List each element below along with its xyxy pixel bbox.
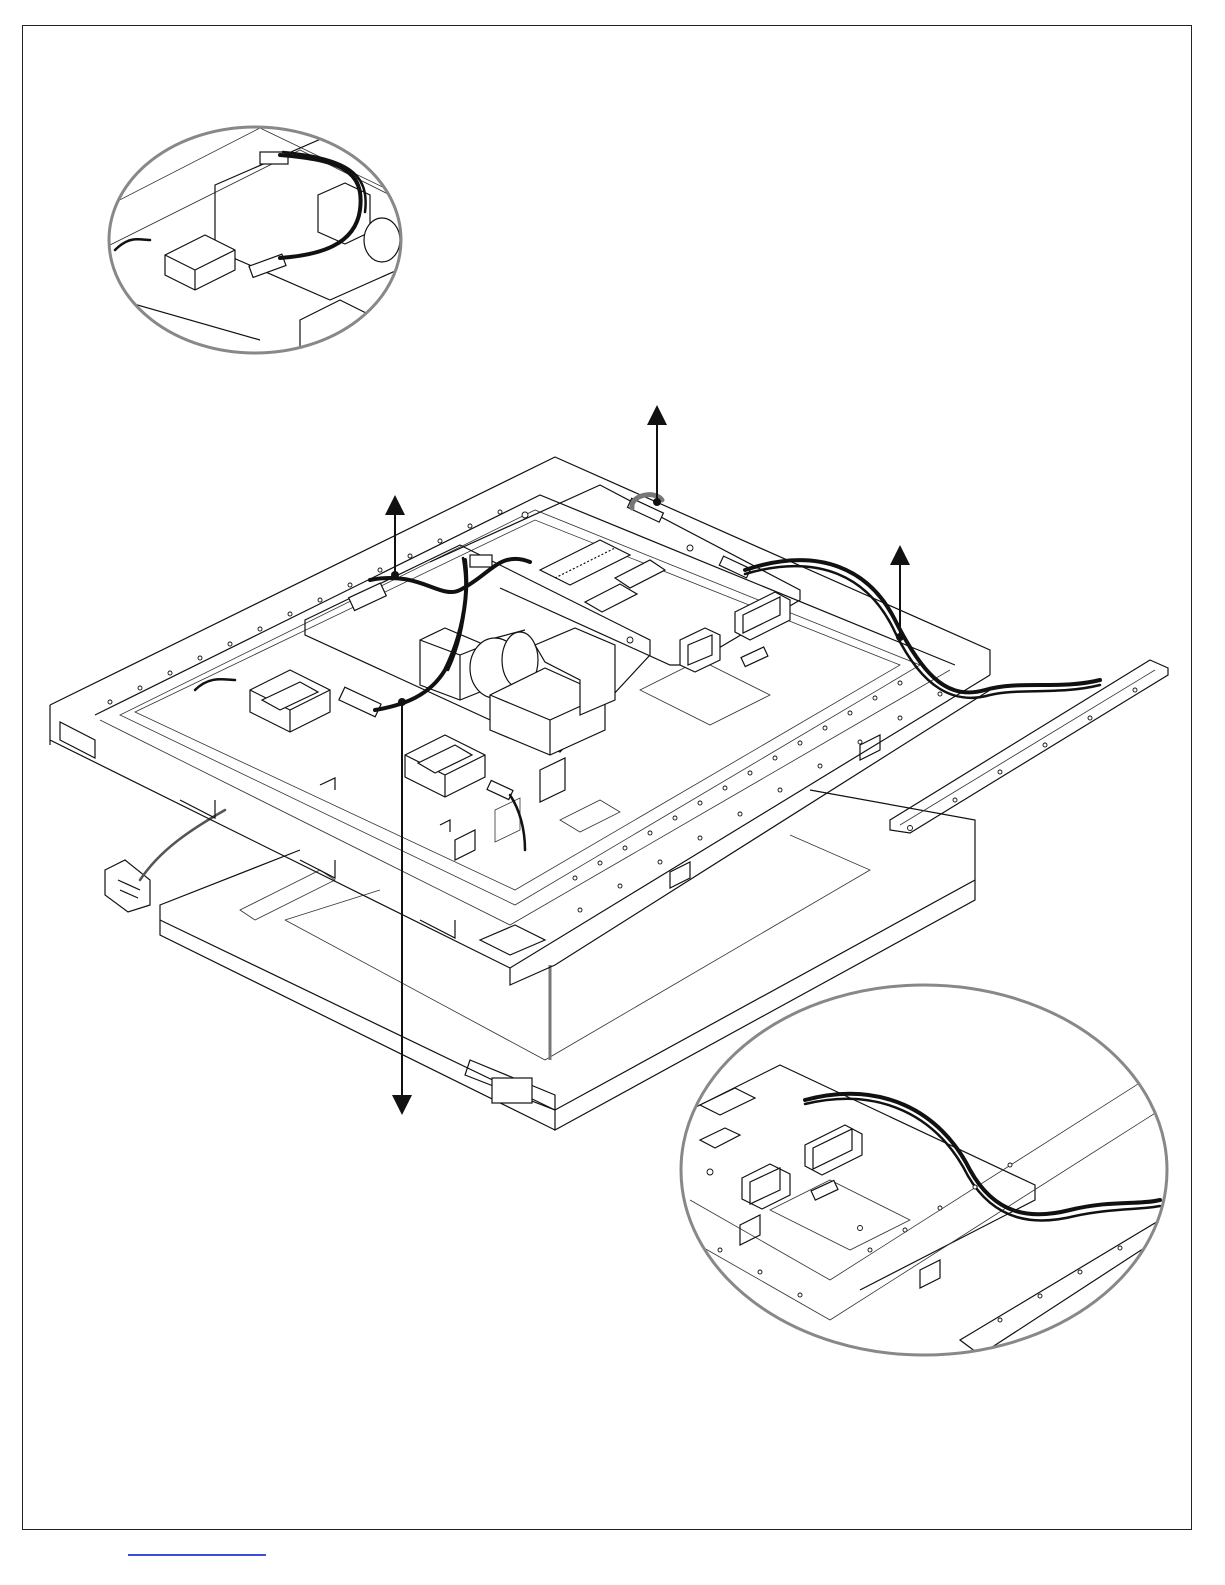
detail-callout-top-left: [100, 127, 420, 370]
wire-harnesses: [195, 495, 1100, 850]
lcd-panel: [160, 790, 975, 1130]
detail-callout-bottom-right: [681, 985, 1175, 1355]
footer-link-underline[interactable]: [128, 1554, 266, 1556]
left-bracket: [105, 810, 225, 912]
